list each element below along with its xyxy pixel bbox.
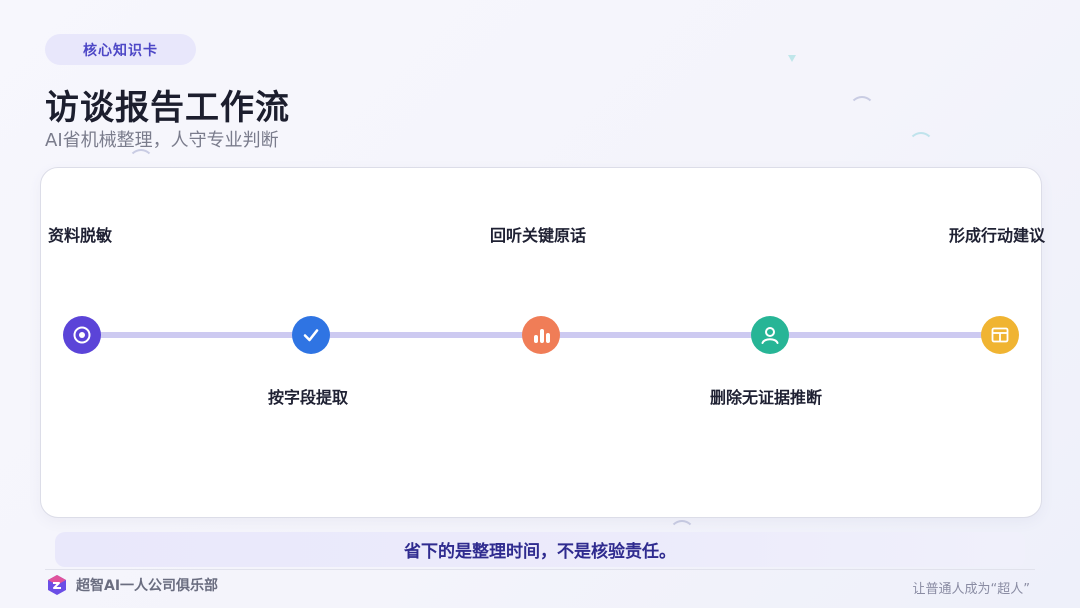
bar-chart-icon [534,329,550,343]
step-node-4 [751,316,789,354]
step-label-5: 形成行动建议 [949,226,1046,245]
decor-arc [669,520,695,546]
step-label-3: 回听关键原话 [490,226,587,245]
check-icon [303,329,319,342]
brand-logo-icon [48,575,66,595]
footer-brand: 超智AI一人公司俱乐部 [46,574,218,596]
brand-name: 超智AI一人公司俱乐部 [76,578,219,594]
step-label-2: 按字段提取 [268,388,349,407]
step-node-2 [292,316,330,354]
step-label-4: 删除无证据推断 [710,388,823,407]
person-icon [761,327,779,344]
core-knowledge-badge: 核心知识卡 [45,34,196,65]
target-icon [73,326,91,344]
takeaway-banner: 省下的是整理时间，不是核验责任。 [55,532,1025,567]
decor-arc [908,132,934,158]
page-subtitle: AI省机械整理，人守专业判断 [45,130,279,151]
workflow-card: 资料脱敏 按字段提取 回听关键原话 删除无证据推断 形成行动建议 [40,167,1046,518]
decor-arc [849,96,875,122]
footer-divider [45,569,1035,570]
step-node-1 [63,316,101,354]
footer-slogan: 让普通人成为“超人” [912,582,1030,597]
step-node-3 [522,316,560,354]
decor-arc [128,149,154,175]
table-icon [991,327,1009,343]
step-node-5 [981,316,1019,354]
page-title: 访谈报告工作流 [45,88,290,128]
decor-dot [788,55,796,62]
step-label-1: 资料脱敏 [48,226,113,245]
